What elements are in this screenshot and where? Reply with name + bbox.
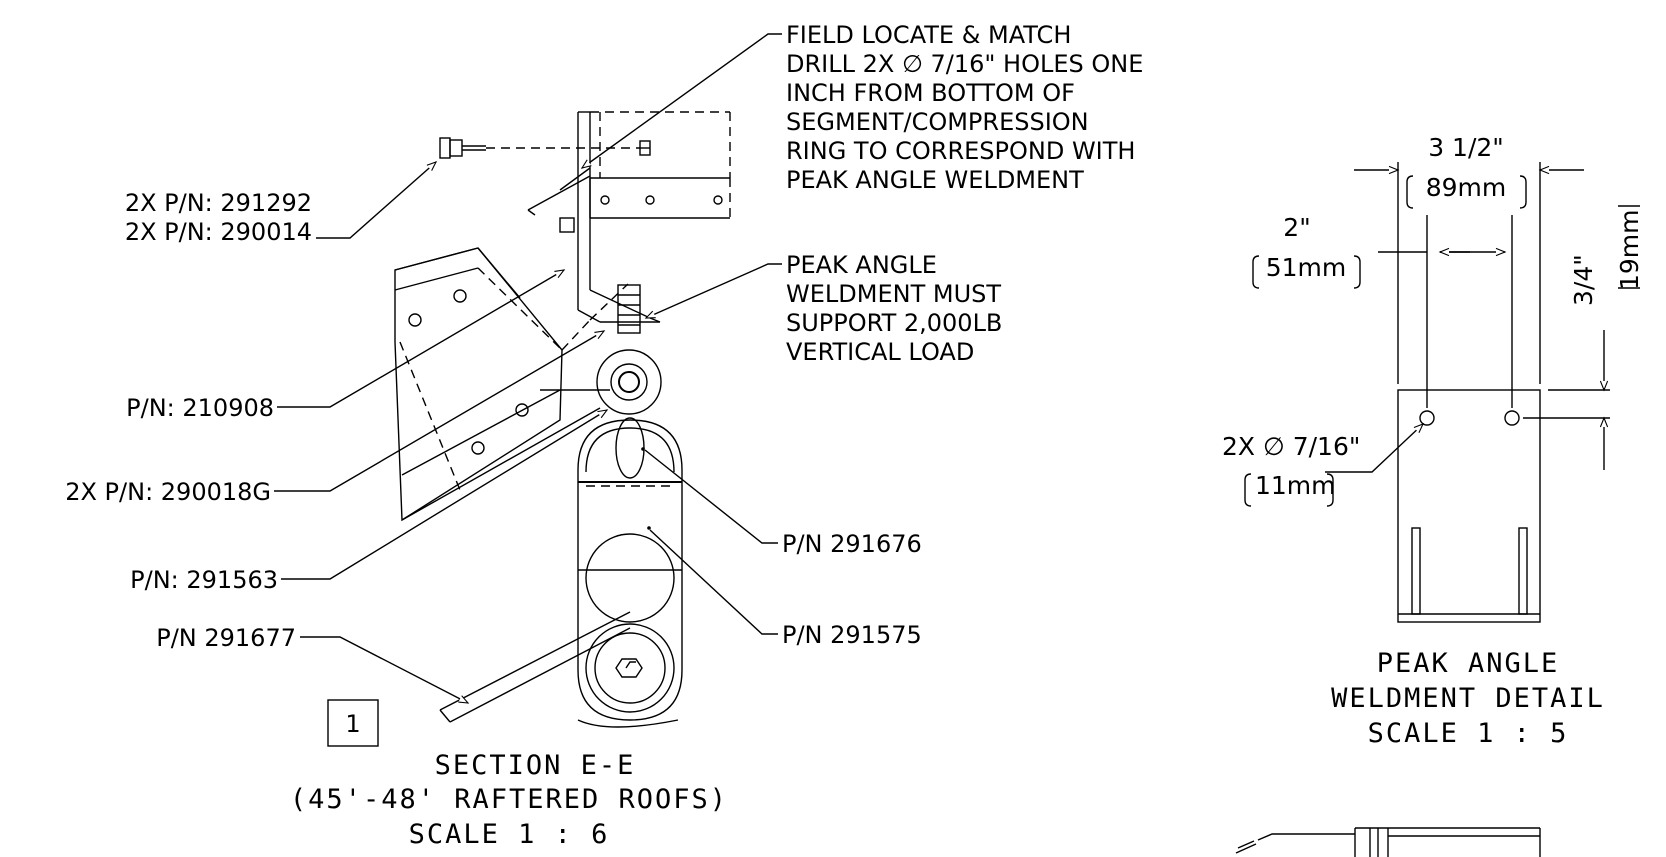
hole-icon [1504,410,1520,426]
peak-note-line-2: WELDMENT MUST [786,280,1001,308]
note-line-4: SEGMENT/COMPRESSION [786,108,1089,136]
note-line-3: INCH FROM BOTTOM OF [786,79,1075,107]
pn-290014-label: 2X P/N: 290014 [125,218,312,246]
detail-scale: SCALE 1 : 5 [1368,718,1569,749]
field-locate-note: FIELD LOCATE & MATCH DRILL 2X ∅ 7/16" HO… [786,21,1143,194]
detail-subtitle: WELDMENT DETAIL [1331,683,1605,714]
peak-note-line-3: SUPPORT 2,000LB [786,309,1002,337]
part-number-labels: 2X P/N: 291292 2X P/N: 290014 P/N: 21090… [65,189,922,652]
pn-290018g-label: 2X P/N: 290018G [65,478,271,506]
dim-width-mm: 89mm [1426,173,1507,202]
dim-spacing-mm: 51mm [1266,253,1347,282]
pn-291676-label: P/N 291676 [782,530,922,558]
bolt-icon [439,137,651,159]
note-line-2: DRILL 2X ∅ 7/16" HOLES ONE [786,50,1143,78]
note-line-5: RING TO CORRESPOND WITH [786,137,1135,165]
section-scale: SCALE 1 : 6 [409,819,610,850]
detail-title: PEAK ANGLE [1377,648,1560,679]
pn-291575-label: P/N 291575 [782,621,922,649]
pulley-block [577,419,683,728]
section-number: 1 [345,710,360,738]
weldment-detail-view [1325,162,1610,623]
dim-edge-in: 3/4" [1569,254,1598,306]
dim-edge-mm: 19mm [1615,209,1644,290]
detail-title-block: PEAK ANGLE WELDMENT DETAIL SCALE 1 : 5 [1331,648,1605,749]
peak-note-line-1: PEAK ANGLE [786,251,937,279]
dim-width-in: 3 1/2" [1428,133,1504,162]
hook-assembly [596,284,662,479]
section-number-box [327,699,379,747]
pn-210908-label: P/N: 210908 [126,394,274,422]
pn-291292-label: 2X P/N: 291292 [125,189,312,217]
pn-291563-label: P/N: 291563 [130,566,278,594]
section-title: SECTION E-E [435,750,636,781]
section-subtitle: (45'-48' RAFTERED ROOFS) [290,784,728,815]
section-view [394,111,731,728]
detail-dimensions: 3 1/2" 89mm 2" 51mm 3/4" 19mm 2X ∅ 7/16"… [1222,133,1644,507]
rafter-assembly [394,247,629,522]
weldment-plate [1397,389,1541,623]
hole-icon [1419,410,1435,426]
peak-angle-note: PEAK ANGLE WELDMENT MUST SUPPORT 2,000LB… [786,251,1002,366]
note-line-1: FIELD LOCATE & MATCH [786,21,1071,49]
section-title-block: 1 SECTION E-E (45'-48' RAFTERED ROOFS) S… [290,699,728,850]
leader-lines [274,33,782,704]
partial-view-fragment [1235,827,1541,857]
hole-size-label: 2X ∅ 7/16" [1222,432,1360,461]
dim-spacing-in: 2" [1283,213,1310,242]
note-line-6: PEAK ANGLE WELDMENT [786,166,1084,194]
pn-291677-label: P/N 291677 [156,624,296,652]
compression-ring-segment [589,111,731,219]
peak-note-line-4: VERTICAL LOAD [786,338,974,366]
hole-size-mm: 11mm [1255,471,1336,500]
cable [439,611,631,723]
